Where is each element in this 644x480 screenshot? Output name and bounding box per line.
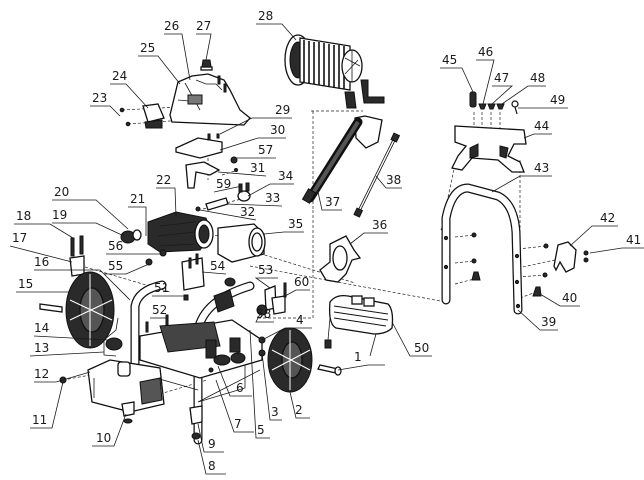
callout-22: 22 bbox=[156, 173, 171, 187]
motor-housing bbox=[217, 223, 266, 263]
callout-3: 3 bbox=[271, 405, 279, 419]
callout-38: 38 bbox=[386, 173, 401, 187]
callout-54: 54 bbox=[210, 259, 225, 273]
axle-pin-right bbox=[317, 364, 342, 376]
callout-15: 15 bbox=[18, 277, 33, 291]
callout-12: 12 bbox=[34, 367, 49, 381]
callout-49: 49 bbox=[550, 93, 565, 107]
callout-26: 26 bbox=[164, 19, 179, 33]
callout-43: 43 bbox=[534, 161, 549, 175]
motor-pump bbox=[147, 211, 214, 253]
callout-10: 10 bbox=[96, 431, 111, 445]
callout-42: 42 bbox=[600, 211, 615, 225]
callout-1: 1 bbox=[354, 350, 362, 364]
spray-wand bbox=[353, 132, 401, 218]
hose-fitting bbox=[103, 317, 123, 357]
callout-29: 29 bbox=[275, 103, 290, 117]
handle-hardware bbox=[469, 91, 519, 115]
callout-6: 6 bbox=[236, 381, 244, 395]
capacitor bbox=[213, 277, 236, 313]
callout-45: 45 bbox=[442, 53, 457, 67]
callout-31: 31 bbox=[250, 161, 265, 175]
foot-rear bbox=[189, 405, 203, 440]
callout-5: 5 bbox=[257, 423, 265, 437]
callout-4: 4 bbox=[296, 313, 304, 327]
callout-28: 28 bbox=[258, 9, 273, 23]
switch-bracket bbox=[185, 161, 221, 189]
callout-37: 37 bbox=[325, 195, 340, 209]
water-tank bbox=[87, 359, 165, 413]
upper-handle bbox=[441, 183, 549, 315]
callout-60: 60 bbox=[294, 275, 309, 289]
callout-25: 25 bbox=[140, 41, 155, 55]
switch-knob bbox=[200, 59, 213, 71]
callout-50: 50 bbox=[414, 341, 429, 355]
callout-18: 18 bbox=[16, 209, 31, 223]
callout-55: 55 bbox=[108, 259, 123, 273]
callout-16: 16 bbox=[34, 255, 49, 269]
callout-46: 46 bbox=[478, 45, 493, 59]
callout-57: 57 bbox=[258, 143, 273, 157]
callout-21: 21 bbox=[130, 192, 145, 206]
mounting-plate bbox=[175, 137, 223, 159]
callout-9: 9 bbox=[208, 437, 216, 451]
callout-17: 17 bbox=[12, 231, 27, 245]
callout-40: 40 bbox=[562, 291, 577, 305]
callout-11: 11 bbox=[32, 413, 47, 427]
callout-19: 19 bbox=[52, 208, 67, 222]
callout-33: 33 bbox=[265, 191, 280, 205]
callout-20: 20 bbox=[54, 185, 69, 199]
callout-44: 44 bbox=[534, 119, 549, 133]
callout-53: 53 bbox=[258, 263, 273, 277]
callout-51: 51 bbox=[154, 281, 169, 295]
pump-bracket bbox=[145, 249, 205, 291]
hose-reel bbox=[284, 34, 385, 109]
callout-14: 14 bbox=[34, 321, 49, 335]
motor-cover bbox=[169, 73, 251, 126]
callout-47: 47 bbox=[494, 71, 509, 85]
callout-59: 59 bbox=[216, 177, 231, 191]
callout-39: 39 bbox=[541, 315, 556, 329]
callout-24: 24 bbox=[112, 69, 127, 83]
callout-58: 58 bbox=[256, 307, 271, 321]
callout-32: 32 bbox=[240, 205, 255, 219]
callouts: 1 2 3 4 5 6 7 8 9 10 11 12 13 bbox=[9, 9, 644, 475]
callout-13: 13 bbox=[34, 341, 49, 355]
shaft-assembly bbox=[205, 182, 251, 211]
callout-34: 34 bbox=[278, 169, 293, 183]
control-panel bbox=[142, 103, 165, 129]
callout-41: 41 bbox=[626, 233, 641, 247]
power-cord-wrap bbox=[324, 294, 394, 357]
foot-front bbox=[121, 401, 135, 424]
callout-2: 2 bbox=[295, 403, 303, 417]
callout-23: 23 bbox=[92, 91, 107, 105]
callout-8: 8 bbox=[208, 459, 216, 473]
callout-36: 36 bbox=[372, 218, 387, 232]
axle-pin-left bbox=[39, 303, 63, 313]
fasteners bbox=[59, 75, 238, 384]
callout-27: 27 bbox=[196, 19, 211, 33]
wheel-left bbox=[65, 271, 115, 349]
callout-35: 35 bbox=[288, 217, 303, 231]
callout-52: 52 bbox=[152, 303, 167, 317]
inlet-fitting bbox=[120, 229, 142, 244]
callout-56: 56 bbox=[108, 239, 123, 253]
handle-top-bracket bbox=[451, 125, 527, 173]
base-plate bbox=[139, 319, 263, 379]
callout-7: 7 bbox=[234, 417, 242, 431]
side-bracket bbox=[553, 241, 589, 273]
gun-holder bbox=[319, 235, 362, 283]
callout-30: 30 bbox=[270, 123, 285, 137]
callout-48: 48 bbox=[530, 71, 545, 85]
spray-gun bbox=[301, 115, 383, 204]
